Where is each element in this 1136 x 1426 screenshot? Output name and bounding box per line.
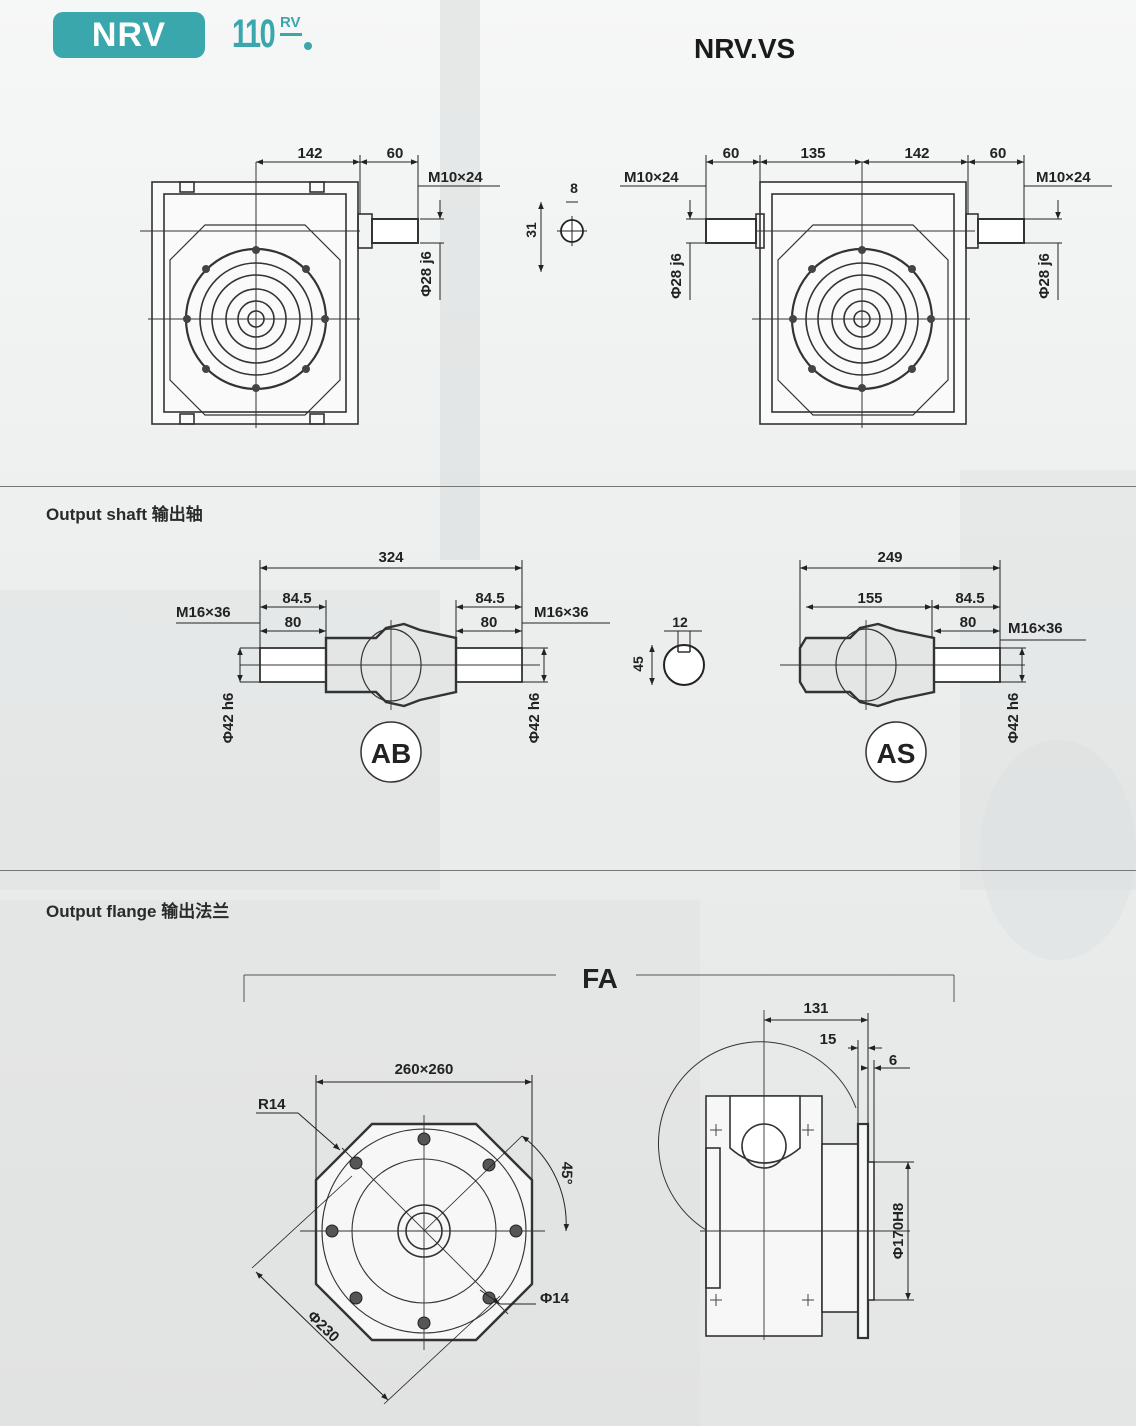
key-width-shaft: 12 xyxy=(672,614,688,630)
flange-hole: Φ14 xyxy=(540,1290,570,1307)
series-badge: NRV xyxy=(53,12,205,58)
shaft-dia-right-a: Φ28 j6 xyxy=(668,253,685,299)
dims-flange-side xyxy=(764,1013,914,1301)
side-depth: 131 xyxy=(803,1000,828,1017)
key-section-shaft xyxy=(649,630,705,686)
shaft-dia-right-b: Φ28 j6 xyxy=(1036,253,1053,299)
key-width-top: 8 xyxy=(570,180,578,196)
shaft-as-body: 155 xyxy=(857,590,882,607)
model-logo-dot xyxy=(304,42,312,50)
bolt-dots xyxy=(789,246,935,392)
dim-142-left: 142 xyxy=(297,145,322,162)
dims-flange-front xyxy=(251,1075,570,1405)
fa-label: FA xyxy=(582,963,618,994)
shaft-dia-left: Φ28 j6 xyxy=(418,251,435,297)
flange-pcd: Φ230 xyxy=(304,1308,343,1346)
thread-label-right-a: M10×24 xyxy=(624,169,679,186)
label-circle-ab xyxy=(360,721,422,783)
shaft-ab-dia-right: Φ42 h6 xyxy=(526,693,543,744)
shaft-as-drawing xyxy=(780,620,1025,710)
dims-shaft-as xyxy=(799,560,1086,683)
dims-shaft-ab xyxy=(176,560,610,683)
shaft-as-dia: Φ42 h6 xyxy=(1005,693,1022,744)
dim-60-right-b: 60 xyxy=(990,145,1007,162)
shaft-ab-ext-right: 84.5 xyxy=(475,590,504,607)
side-flange-thick: 15 xyxy=(820,1031,837,1048)
shaft-ab-len-right: 80 xyxy=(481,614,498,631)
shaft-ab-len-left: 80 xyxy=(285,614,302,631)
shaft-ab-thread-left: M16×36 xyxy=(176,604,231,621)
key-section-top xyxy=(538,201,587,272)
dims-left-view xyxy=(256,155,500,300)
flange-side-view xyxy=(657,1010,910,1340)
side-spigot-dia: Φ170H8 xyxy=(890,1203,907,1260)
shaft-as-ext: 84.5 xyxy=(955,590,984,607)
dim-135: 135 xyxy=(800,145,825,162)
fa-bracket xyxy=(243,974,955,1002)
key-height-shaft: 45 xyxy=(630,656,646,672)
flange-radius: R14 xyxy=(258,1096,286,1113)
shaft-ab-ext-left: 84.5 xyxy=(282,590,311,607)
model-number: 110 xyxy=(232,12,276,56)
shaft-as-len: 80 xyxy=(960,614,977,631)
shaft-ab-dia-left: Φ42 h6 xyxy=(220,693,237,744)
variant-title: NRV.VS xyxy=(694,33,796,64)
dim-60-right-a: 60 xyxy=(723,145,740,162)
side-spigot: 6 xyxy=(889,1052,897,1069)
output-shaft-title: Output shaft 输出轴 xyxy=(46,505,203,524)
dim-142-right: 142 xyxy=(904,145,929,162)
section-divider xyxy=(0,870,1136,871)
bg-shape xyxy=(980,740,1136,960)
gearbox-left-view xyxy=(140,162,419,428)
dim-60-left: 60 xyxy=(387,145,404,162)
dims-right-view xyxy=(620,155,1112,300)
shaft-ab-total: 324 xyxy=(378,549,404,566)
thread-label-left: M10×24 xyxy=(428,169,483,186)
shaft-as-label: AS xyxy=(877,738,916,769)
model-logo-bar xyxy=(280,33,302,36)
output-flange-title: Output flange 输出法兰 xyxy=(46,902,230,921)
thread-label-right-b: M10×24 xyxy=(1036,169,1091,186)
gearbox-right-view xyxy=(705,162,1025,428)
shaft-ab-drawing xyxy=(240,620,540,710)
flange-angle: 45° xyxy=(558,1162,576,1185)
key-height-top: 31 xyxy=(523,222,539,238)
model-suffix: RV xyxy=(280,14,301,31)
section-divider xyxy=(0,486,1136,487)
shaft-as-thread: M16×36 xyxy=(1008,620,1063,637)
shaft-as-total: 249 xyxy=(877,549,902,566)
bg-shape xyxy=(440,0,480,560)
shaft-ab-thread-right: M16×36 xyxy=(534,604,589,621)
flange-size: 260×260 xyxy=(395,1061,454,1078)
flange-side-screws xyxy=(710,1124,814,1306)
label-circle-as xyxy=(865,721,927,783)
shaft-ab-label: AB xyxy=(371,738,411,769)
bolt-dots xyxy=(183,246,329,392)
